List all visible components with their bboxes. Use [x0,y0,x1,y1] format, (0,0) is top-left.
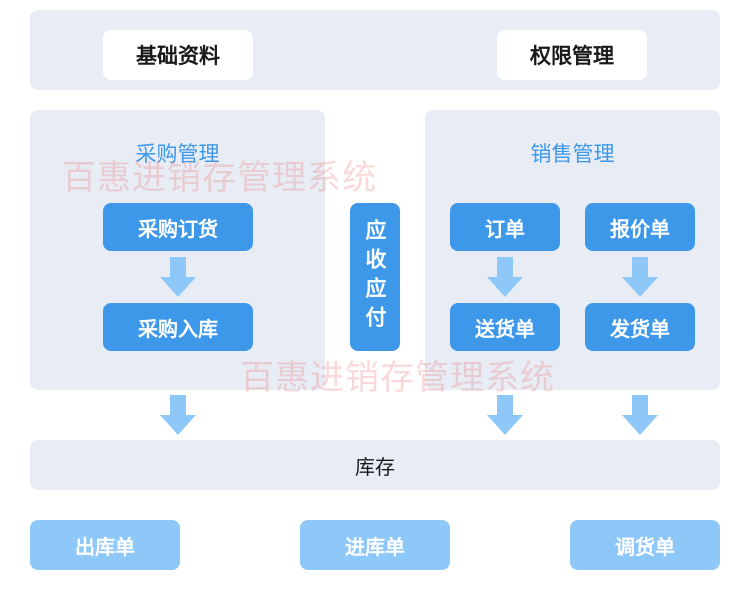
stock-out-button[interactable]: 出库单 [30,520,180,570]
quote-button[interactable]: 报价单 [585,203,695,251]
receivable-payable-button[interactable]: 应收应付 [350,203,400,351]
delivery-note-button[interactable]: 送货单 [450,303,560,351]
sales-title: 销售管理 [530,142,615,166]
arrow-down-icon [160,395,196,435]
arrow-down-icon [487,395,523,435]
base-data-button[interactable]: 基础资料 [103,30,253,80]
purchase-order-button[interactable]: 采购订货 [103,203,253,251]
purchase-title: 采购管理 [135,142,220,166]
arrow-down-icon [622,257,658,297]
arrow-down-icon [487,257,523,297]
inventory-label: 库存 [355,454,395,479]
arrow-down-icon [622,395,658,435]
arrow-down-icon [160,257,196,297]
transfer-button[interactable]: 调货单 [570,520,720,570]
shipment-button[interactable]: 发货单 [585,303,695,351]
stock-in-button[interactable]: 进库单 [300,520,450,570]
inventory-bar[interactable]: 库存 [30,440,720,490]
purchase-stock-in-button[interactable]: 采购入库 [103,303,253,351]
permission-management-button[interactable]: 权限管理 [497,30,647,80]
sales-order-button[interactable]: 订单 [450,203,560,251]
